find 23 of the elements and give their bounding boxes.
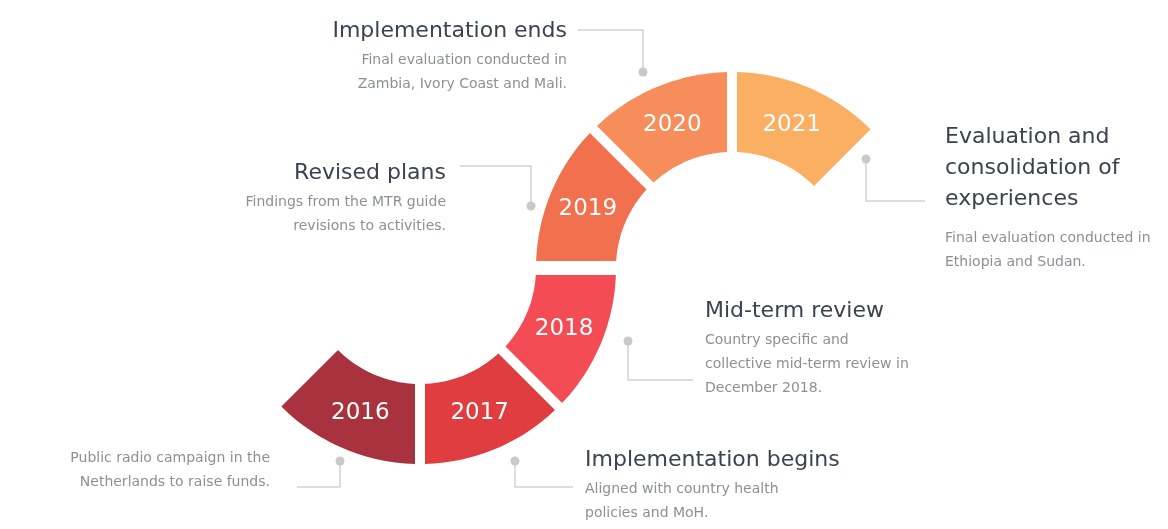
leader-line [459, 165, 536, 211]
milestone-heading: Implementation ends [331, 16, 567, 44]
milestone-heading: Mid-term review [705, 296, 885, 324]
milestone-description: Final evaluation conducted in Ethiopia and Sudan. [945, 228, 1152, 271]
milestone-heading: Evaluation and consolidation of experiences [945, 122, 1121, 212]
year-label: 2020 [643, 110, 702, 138]
leader-line [623, 336, 694, 381]
year-label: 2018 [534, 313, 594, 342]
leader-line [510, 456, 574, 488]
year-label: 2016 [331, 398, 390, 426]
year-label: 2019 [558, 194, 618, 223]
year-label: 2021 [762, 110, 821, 138]
milestone-heading: Revised plans [293, 158, 446, 186]
leader-line [861, 154, 926, 202]
milestone-description: Public radio campaign in the Netherlands to raise funds. [69, 448, 270, 491]
leader-line [296, 456, 345, 488]
milestone-description: Final evaluation conducted in Zambia, Ivory Coast and Mali. [356, 50, 567, 93]
leader-line [577, 29, 648, 77]
year-label: 2017 [450, 398, 509, 426]
milestone-heading: Implementation begins [585, 445, 841, 473]
milestone-description: Aligned with country health policies and MoH. [585, 479, 780, 522]
milestone-description: Findings from the MTR guide revisions to activities. [244, 192, 446, 235]
milestone-description: Country specific and collective mid-term review in December 2018. [705, 330, 910, 397]
